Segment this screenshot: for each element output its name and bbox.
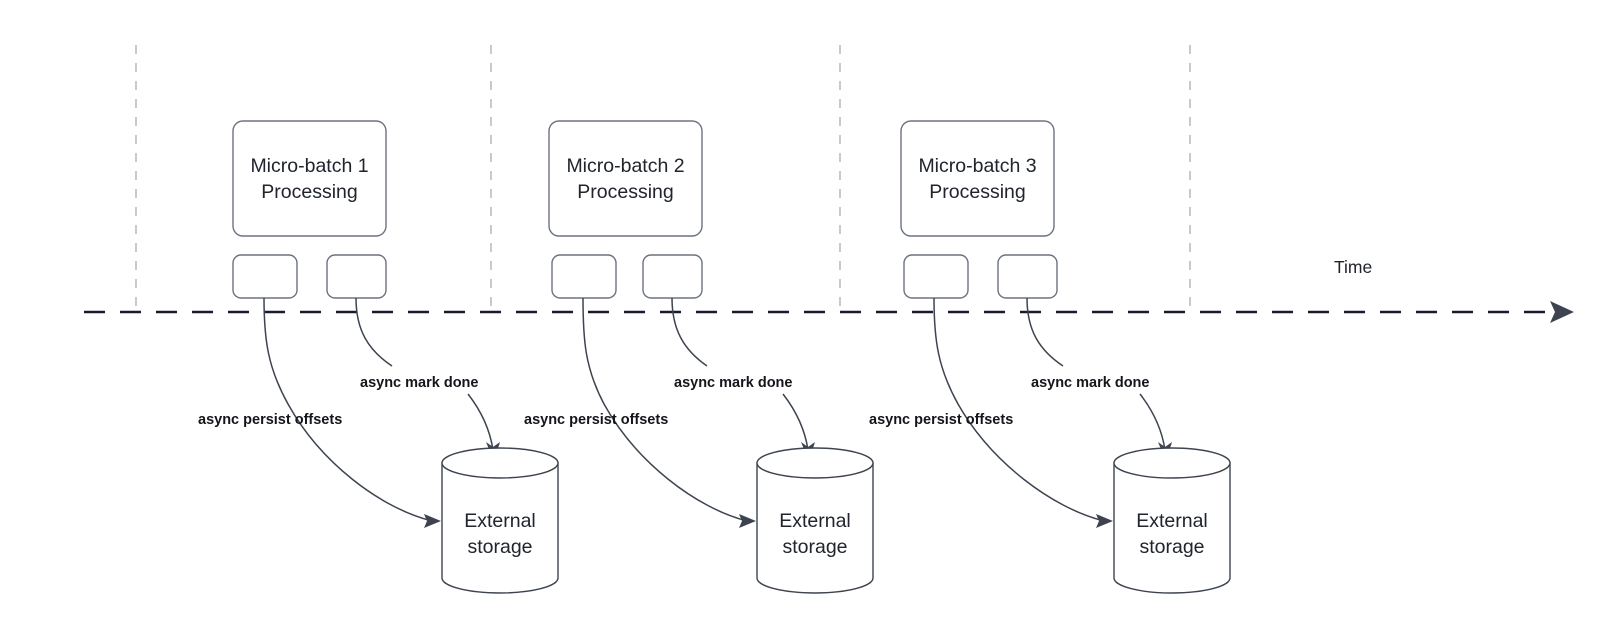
micro-batch-3-label-line1: Micro-batch 3: [918, 155, 1036, 177]
external-storage-3[interactable]: External storage: [1113, 447, 1231, 594]
micro-batch-1-task-box-left[interactable]: [232, 254, 298, 299]
group-3: Micro-batch 3 Processing async persist o…: [869, 120, 1231, 594]
micro-batch-1-box[interactable]: [232, 120, 387, 237]
micro-batch-1-label-line2: Processing: [261, 181, 357, 203]
micro-batch-1-task-box-right[interactable]: [326, 254, 387, 299]
micro-batch-1-persist-offsets-label: async persist offsets: [198, 412, 342, 428]
external-storage-2[interactable]: External storage: [756, 447, 874, 594]
micro-batch-1-persist-offsets-arrow-icon: [424, 514, 441, 528]
micro-batch-1-mark-done-label: async mark done: [360, 375, 478, 391]
micro-batch-3-mark-done-curve-lower: [1139, 393, 1166, 451]
external-storage-3-body: [1113, 462, 1231, 594]
micro-batch-3-task-box-left[interactable]: [903, 254, 969, 299]
timeline-arrow-icon: [1550, 301, 1574, 323]
micro-batch-2-mark-done-curve-upper: [671, 297, 708, 367]
external-storage-1[interactable]: External storage: [441, 447, 559, 594]
micro-batch-2-box[interactable]: [548, 120, 703, 237]
micro-batch-1-mark-done-curve-lower: [467, 393, 494, 451]
micro-batch-3-persist-offsets-arrow-icon: [1096, 514, 1113, 528]
micro-batch-2-mark-done-curve-lower: [782, 393, 809, 451]
group-2: Micro-batch 2 Processing async persist o…: [524, 120, 874, 594]
external-storage-2-label-line2: storage: [782, 536, 847, 558]
external-storage-3-label-line2: storage: [1139, 536, 1204, 558]
tick-line-group: [135, 45, 1191, 312]
micro-batch-2-label-line1: Micro-batch 2: [566, 155, 684, 177]
micro-batch-2-persist-offsets-arrow-icon: [739, 514, 756, 528]
external-storage-2-label-line1: External: [779, 510, 851, 532]
micro-batch-2-task-box-left[interactable]: [551, 254, 617, 299]
micro-batch-3-label-line2: Processing: [929, 181, 1025, 203]
micro-batch-1-label-line1: Micro-batch 1: [250, 155, 368, 177]
micro-batch-1-persist-offsets-curve: [263, 297, 433, 522]
time-axis: Time: [84, 257, 1574, 323]
micro-batch-3-persist-offsets-curve: [933, 297, 1105, 522]
micro-batch-2-mark-done-label: async mark done: [674, 375, 792, 391]
micro-batch-3-persist-offsets-label: async persist offsets: [869, 412, 1013, 428]
micro-batch-2-label-line2: Processing: [577, 181, 673, 203]
group-1: Micro-batch 1 Processing async persist o…: [198, 120, 559, 594]
external-storage-1-body: [441, 462, 559, 594]
micro-batch-3-task-box-right[interactable]: [997, 254, 1058, 299]
external-storage-1-label-line2: storage: [467, 536, 532, 558]
micro-batch-3-mark-done-curve-upper: [1026, 297, 1064, 367]
micro-batch-2-persist-offsets-label: async persist offsets: [524, 412, 668, 428]
micro-batch-3-mark-done-label: async mark done: [1031, 375, 1149, 391]
micro-batch-2-task-box-right[interactable]: [642, 254, 703, 299]
external-storage-1-top-ellipse: [441, 447, 559, 479]
time-axis-label: Time: [1334, 257, 1372, 277]
external-storage-2-top-ellipse: [756, 447, 874, 479]
external-storage-3-top-ellipse: [1113, 447, 1231, 479]
micro-batch-1-mark-done-curve-upper: [355, 297, 393, 367]
micro-batch-2-persist-offsets-curve: [582, 297, 748, 522]
external-storage-1-label-line1: External: [464, 510, 536, 532]
external-storage-3-label-line1: External: [1136, 510, 1208, 532]
external-storage-2-body: [756, 462, 874, 594]
micro-batch-3-box[interactable]: [900, 120, 1055, 237]
